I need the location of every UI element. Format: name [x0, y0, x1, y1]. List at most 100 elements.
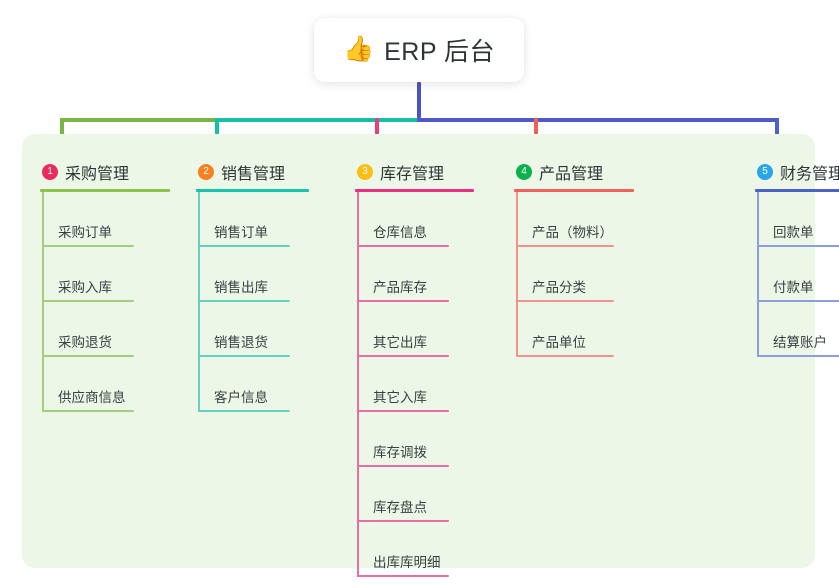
list-item-label: 仓库信息 [373, 225, 427, 240]
column-spine [198, 192, 200, 412]
list-item[interactable]: 其它入库 [341, 357, 449, 412]
list-item[interactable]: 采购退货 [26, 302, 134, 357]
column-header-3[interactable]: 3 库存管理 [341, 152, 474, 192]
column-title: 采购管理 [65, 166, 130, 183]
list-item-rule [757, 355, 839, 357]
column-header-rule [755, 189, 839, 192]
list-item-rule [42, 410, 134, 412]
list-item-rule [42, 300, 134, 302]
list-item-label: 客户信息 [214, 390, 268, 405]
column-spine [42, 192, 44, 412]
root-trunk-connector [417, 82, 421, 118]
column-number-badge: 3 [357, 164, 373, 180]
list-item[interactable]: 出库库明细 [341, 522, 449, 577]
list-item-label: 产品单位 [532, 335, 586, 350]
list-item-rule [42, 355, 134, 357]
root-node-card[interactable]: 👍 ERP 后台 [314, 18, 524, 82]
list-item-rule [357, 410, 449, 412]
thumbs-up-icon: 👍 [342, 34, 375, 63]
list-item[interactable]: 供应商信息 [26, 357, 134, 412]
column-header-4[interactable]: 4 产品管理 [500, 152, 634, 192]
column-header-rule [196, 189, 309, 192]
list-item-label: 产品（物料） [532, 225, 613, 240]
list-item-rule [198, 245, 290, 247]
list-item-rule [357, 245, 449, 247]
list-item-rule [357, 465, 449, 467]
list-item-rule [516, 300, 614, 302]
column-5: 5 财务管理回款单付款单结算账户 [741, 152, 839, 357]
column-spine [357, 192, 359, 577]
list-item[interactable]: 客户信息 [182, 357, 290, 412]
column-header-rule [355, 189, 474, 192]
column-item-list: 回款单付款单结算账户 [741, 192, 839, 357]
list-item-label: 产品库存 [373, 280, 427, 295]
list-item-label: 销售出库 [214, 280, 268, 295]
list-item[interactable]: 产品分类 [500, 247, 614, 302]
column-header-rule [40, 189, 170, 192]
column-title: 产品管理 [539, 166, 604, 183]
list-item[interactable]: 回款单 [741, 192, 839, 247]
list-item-label: 销售订单 [214, 225, 268, 240]
column-number-badge: 4 [516, 164, 532, 180]
column-item-list: 仓库信息产品库存其它出库其它入库库存调拨库存盘点出库库明细 [341, 192, 449, 577]
column-spine [516, 192, 518, 357]
column-1: 1 采购管理采购订单采购入库采购退货供应商信息 [26, 152, 170, 412]
column-title: 财务管理 [780, 166, 839, 183]
list-item[interactable]: 采购入库 [26, 247, 134, 302]
column-header-5[interactable]: 5 财务管理 [741, 152, 839, 192]
list-item[interactable]: 结算账户 [741, 302, 839, 357]
root-node-title: ERP 后台 [384, 38, 496, 66]
list-item-rule [357, 300, 449, 302]
list-item-label: 付款单 [773, 280, 814, 295]
list-item-label: 供应商信息 [58, 390, 126, 405]
list-item-label: 结算账户 [773, 335, 827, 350]
list-item[interactable]: 产品单位 [500, 302, 614, 357]
column-item-list: 销售订单销售出库销售退货客户信息 [182, 192, 290, 412]
list-item[interactable]: 产品库存 [341, 247, 449, 302]
list-item-label: 产品分类 [532, 280, 586, 295]
list-item-label: 其它出库 [373, 335, 427, 350]
connector-bar-green [60, 118, 216, 122]
column-title: 库存管理 [380, 166, 445, 183]
list-item-rule [757, 300, 839, 302]
column-3: 3 库存管理仓库信息产品库存其它出库其它入库库存调拨库存盘点出库库明细 [341, 152, 474, 577]
list-item-rule [357, 575, 449, 577]
list-item-label: 出库库明细 [373, 555, 441, 570]
list-item[interactable]: 销售退货 [182, 302, 290, 357]
column-title: 销售管理 [221, 166, 286, 183]
list-item-label: 采购入库 [58, 280, 112, 295]
list-item-rule [198, 300, 290, 302]
list-item-rule [357, 355, 449, 357]
column-header-1[interactable]: 1 采购管理 [26, 152, 170, 192]
list-item[interactable]: 销售出库 [182, 247, 290, 302]
column-item-list: 采购订单采购入库采购退货供应商信息 [26, 192, 134, 412]
list-item[interactable]: 采购订单 [26, 192, 134, 247]
list-item-label: 其它入库 [373, 390, 427, 405]
list-item[interactable]: 付款单 [741, 247, 839, 302]
list-item[interactable]: 库存盘点 [341, 467, 449, 522]
list-item-rule [42, 245, 134, 247]
list-item[interactable]: 库存调拨 [341, 412, 449, 467]
list-item-label: 采购退货 [58, 335, 112, 350]
diagram-panel [22, 134, 815, 568]
column-number-badge: 1 [42, 164, 58, 180]
list-item-rule [357, 520, 449, 522]
list-item[interactable]: 其它出库 [341, 302, 449, 357]
column-item-list: 产品（物料） 产品分类产品单位 [500, 192, 614, 357]
list-item-rule [757, 245, 839, 247]
list-item[interactable]: 仓库信息 [341, 192, 449, 247]
list-item[interactable]: 销售订单 [182, 192, 290, 247]
connector-bar-purple [417, 118, 779, 122]
list-item-rule [516, 245, 614, 247]
column-4: 4 产品管理产品（物料） 产品分类产品单位 [500, 152, 634, 357]
list-item[interactable]: 产品（物料） [500, 192, 614, 247]
column-spine [757, 192, 759, 357]
column-number-badge: 5 [757, 164, 773, 180]
connector-bar-teal [215, 118, 419, 122]
list-item-label: 库存调拨 [373, 445, 427, 460]
list-item-label: 销售退货 [214, 335, 268, 350]
column-header-rule [514, 189, 634, 192]
list-item-rule [198, 410, 290, 412]
